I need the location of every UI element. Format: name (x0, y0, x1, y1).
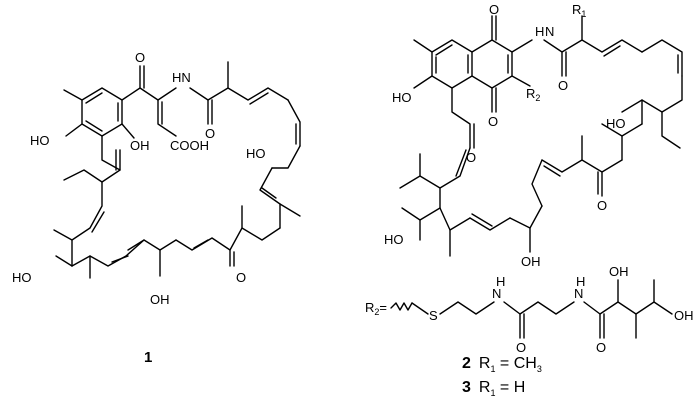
r2-oxygen-1: O (516, 340, 526, 355)
c1-nh: HN (172, 70, 191, 85)
c2-oxygen-amide: O (558, 78, 568, 93)
c1-cooh: COOH (170, 138, 209, 153)
c2-nh-h: H (535, 24, 544, 39)
c2-r1: R1 (572, 2, 586, 19)
c2-nh-n: N (545, 24, 554, 39)
c2-ho-lower: HO (384, 232, 404, 247)
c1-oh-side: HO (246, 146, 266, 161)
compound-1-structure (53, 61, 301, 279)
c1-oxygen-amide: O (205, 126, 215, 141)
c2-oh-bottom: OH (521, 254, 541, 269)
c2-oxygen-quinone: O (488, 114, 498, 129)
r2-sulfur: S (429, 308, 438, 323)
c1-oh-right: OH (130, 138, 150, 153)
r2-side-chain-structure (390, 279, 673, 339)
r2-amide-n1: N (492, 286, 501, 301)
c2-oxygen-ketone: O (597, 198, 607, 213)
c1-oh-bottom: OH (150, 292, 170, 307)
compound-2-3-structure (399, 15, 683, 257)
r2-oh-1: OH (609, 264, 629, 279)
c1-oxygen-ketone: O (236, 270, 246, 285)
c1-oh-left: HO (30, 133, 50, 148)
compound-1-label: 1 (144, 349, 152, 366)
c1-oxygen-top: O (135, 50, 145, 65)
c2-ho-aromatic: HO (392, 90, 412, 105)
c2-oxygen-acyl: O (466, 150, 476, 165)
c1-oh-lower: HO (12, 270, 32, 285)
r2-amide-n2: N (574, 286, 583, 301)
r2-label: R2= (365, 300, 387, 317)
r2-amide-h1: H (496, 274, 505, 289)
r2-amide-h2: H (576, 274, 585, 289)
c2-r2: R2 (526, 86, 540, 103)
c2-oxygen-top: O (489, 2, 499, 17)
c2-ho-side: HO (606, 116, 626, 131)
r2-oh-2: OH (674, 308, 694, 323)
r2-oxygen-2: O (596, 340, 606, 355)
